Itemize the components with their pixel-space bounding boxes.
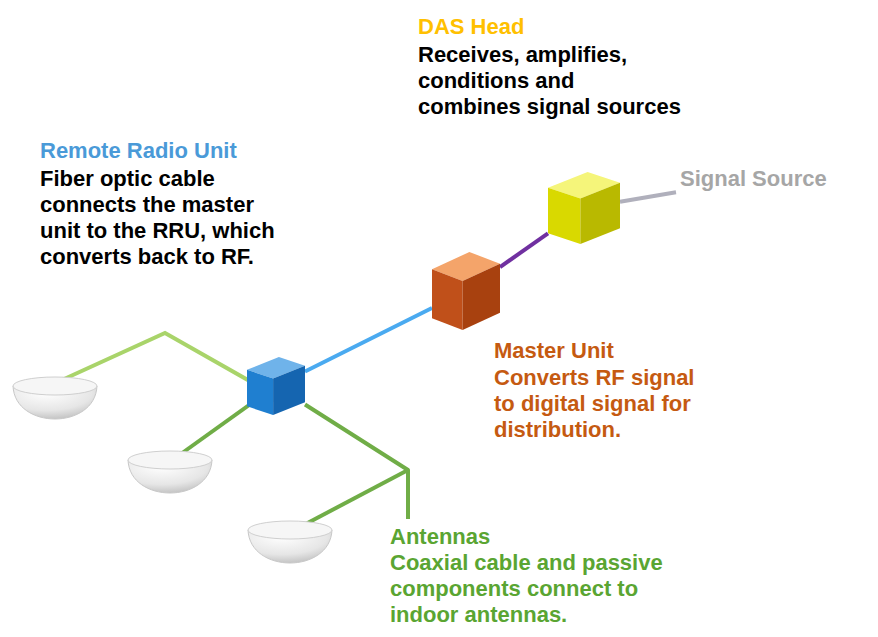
- cube-face: [580, 183, 620, 244]
- cube-face: [247, 370, 273, 415]
- antenna-dish: [128, 451, 212, 493]
- component-description: Coaxial cable and passive components con…: [390, 550, 663, 628]
- cube-shape: [432, 252, 500, 330]
- component-title: Antennas: [390, 524, 490, 550]
- component-description: Converts RF signal to digital signal for…: [494, 365, 695, 443]
- antenna-dish: [248, 521, 332, 563]
- component-title: Master Unit: [494, 338, 614, 364]
- component-description: Receives, amplifies, conditions and comb…: [418, 42, 682, 120]
- cube-face: [273, 366, 305, 415]
- component-title: Remote Radio Unit: [40, 138, 237, 164]
- coax-cable: [300, 470, 408, 527]
- component-description: Fiber optic cable connects the master un…: [40, 166, 276, 270]
- remote-radio-unit-cube: Remote Radio UnitFiber optic cable conne…: [247, 357, 305, 415]
- das-head-cube: DAS HeadReceives, amplifies, conditions …: [548, 172, 620, 244]
- signal-source: Signal Source: [676, 164, 831, 194]
- connector: [305, 308, 432, 372]
- component-title: Signal Source: [680, 166, 827, 192]
- coax-cable: [62, 333, 262, 388]
- master-unit-cube: Master UnitConverts RF signal to digital…: [432, 252, 500, 330]
- coax-cable: [178, 400, 256, 456]
- antennas-group: AntennasCoaxial cable and passive compon…: [386, 522, 667, 630]
- cube-shape: [247, 357, 305, 415]
- connector: [305, 405, 408, 520]
- cube-shape: [548, 172, 620, 244]
- cube-face: [463, 264, 500, 330]
- cube-face: [548, 188, 580, 244]
- cube-face: [432, 269, 463, 330]
- connector: [500, 233, 548, 267]
- component-title: DAS Head: [418, 14, 524, 40]
- connector: [620, 192, 676, 202]
- antenna-dish: [13, 377, 97, 419]
